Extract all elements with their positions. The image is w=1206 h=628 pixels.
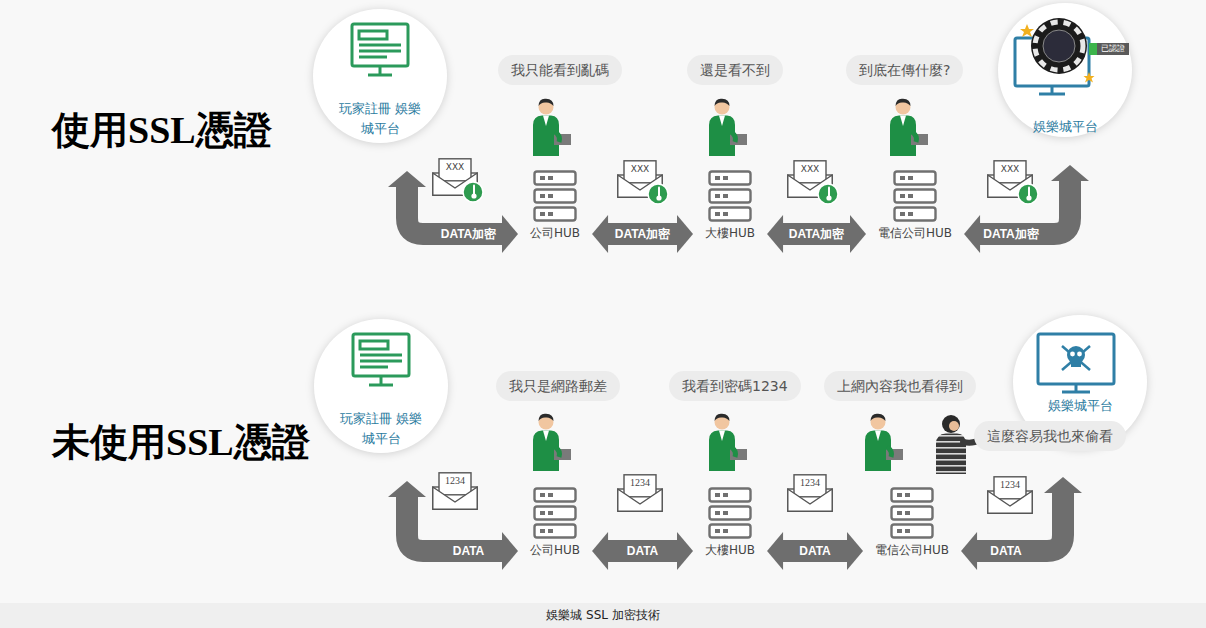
envelope-content: XXX — [795, 163, 825, 175]
speech-text: 這麼容易我也來偷看 — [987, 428, 1113, 444]
speech-bubble: 到底在傳什麼? — [846, 55, 963, 85]
postman-figures — [533, 99, 928, 471]
edge-label: DATA — [453, 544, 485, 558]
circle-outline — [997, 2, 1133, 138]
arrow-head — [677, 532, 693, 570]
hub-node: 電信公司HUB — [867, 483, 957, 563]
arrow-head — [767, 215, 783, 253]
edge-label: DATA加密 — [983, 226, 1039, 243]
platform-name: 娛樂城平台 — [1038, 396, 1122, 416]
envelope-content: XXX — [995, 163, 1025, 175]
hub-node: 公司HUB — [522, 166, 588, 246]
speech-bubble: 我看到密碼1234 — [669, 371, 801, 401]
speech-text: 我看到密碼1234 — [682, 378, 788, 394]
arrow-head — [1051, 165, 1089, 181]
envelope-content: 1234 — [440, 475, 470, 487]
hub-name: 電信公司HUB — [875, 542, 949, 558]
speech-text: 上網內容我也看得到 — [837, 378, 963, 394]
data-arrow — [592, 215, 693, 253]
arrow-shaft — [976, 492, 1063, 551]
arrow-head — [502, 215, 518, 253]
hub-node: 大樓HUB — [697, 483, 763, 563]
row-label: 使用SSL憑證 — [52, 108, 272, 152]
platform-circle: 娛樂城平台 — [997, 2, 1133, 138]
arrow-shaft — [607, 540, 678, 562]
data-envelope: 1234 — [787, 474, 833, 512]
edge-label: DATA加密 — [789, 226, 845, 243]
speech-bubble: 上網內容我也看得到 — [824, 371, 976, 401]
arrow-shaft — [607, 223, 678, 245]
platform-circle: 玩家註冊 娛樂城平台 — [313, 318, 449, 454]
hub-name: 電信公司HUB — [878, 225, 952, 241]
arrow-head — [847, 532, 863, 570]
arrow-head — [388, 481, 426, 497]
data-envelope: XXX — [787, 160, 833, 198]
arrow-head — [850, 215, 866, 253]
caption: 娛樂城 SSL 加密技術 — [0, 603, 1206, 628]
data-envelope: 1234 — [987, 476, 1033, 514]
data-arrow — [961, 477, 1082, 570]
row-label: 未使用SSL憑證 — [52, 420, 310, 464]
speech-text: 到底在傳什麼? — [859, 62, 950, 78]
arrow-head — [592, 532, 608, 570]
arrow-head — [964, 215, 980, 253]
envelope-content: XXX — [440, 161, 470, 173]
arrow-head — [502, 532, 518, 570]
data-arrow — [964, 165, 1089, 253]
edge-label: DATA — [799, 544, 831, 558]
data-envelope: 1234 — [617, 474, 663, 512]
speech-text: 我只是網路郵差 — [509, 378, 607, 394]
envelope-content: 1234 — [995, 479, 1025, 491]
hub-name: 大樓HUB — [705, 225, 755, 241]
data-arrow — [388, 171, 518, 253]
data-envelope: 1234 — [432, 472, 478, 510]
edge-label: DATA加密 — [615, 226, 671, 243]
data-envelope: XXX — [987, 160, 1033, 198]
speech-text: 還是看不到 — [700, 62, 770, 78]
speech-text: 我只能看到亂碼 — [511, 62, 609, 78]
edge-label: DATA — [990, 544, 1022, 558]
envelope-content: 1234 — [625, 477, 655, 489]
server-icons — [535, 172, 936, 538]
arrow-head — [961, 532, 977, 570]
data-envelope: XXX — [432, 158, 478, 196]
data-arrow — [592, 532, 693, 570]
speech-bubble: 這麼容易我也來偷看 — [974, 421, 1126, 451]
verified-badge: 已認證 — [1089, 43, 1129, 55]
speech-bubble: 還是看不到 — [687, 55, 783, 85]
platform-name: 娛樂城平台 — [1023, 117, 1107, 137]
hub-name: 公司HUB — [530, 542, 580, 558]
speech-bubble: 我只能看到亂碼 — [498, 55, 622, 85]
data-arrow — [767, 532, 863, 570]
hub-name: 公司HUB — [530, 225, 580, 241]
hub-node: 電信公司HUB — [870, 166, 960, 246]
platform-name: 玩家註冊 娛樂城平台 — [339, 409, 423, 449]
data-envelope: XXX — [617, 160, 663, 198]
envelope-content: 1234 — [795, 477, 825, 489]
edge-label: DATA — [627, 544, 659, 558]
arrow-head — [767, 532, 783, 570]
arrow-head — [388, 171, 426, 187]
speech-bubble: 我只是網路郵差 — [496, 371, 620, 401]
arrow-shaft — [782, 223, 851, 245]
hub-node: 大樓HUB — [697, 166, 763, 246]
arrow-head — [592, 215, 608, 253]
arrow-shaft — [782, 540, 848, 562]
platform-name: 玩家註冊 娛樂城平台 — [338, 99, 422, 139]
arrow-head — [1044, 477, 1082, 493]
data-arrow — [767, 215, 866, 253]
hub-name: 大樓HUB — [705, 542, 755, 558]
arrow-head — [677, 215, 693, 253]
platform-circle: 玩家註冊 娛樂城平台 — [312, 8, 448, 144]
edge-label: DATA加密 — [441, 226, 497, 243]
caption-band: 娛樂城 SSL 加密技術 — [0, 603, 1206, 628]
envelope-content: XXX — [625, 163, 655, 175]
hub-node: 公司HUB — [522, 483, 588, 563]
